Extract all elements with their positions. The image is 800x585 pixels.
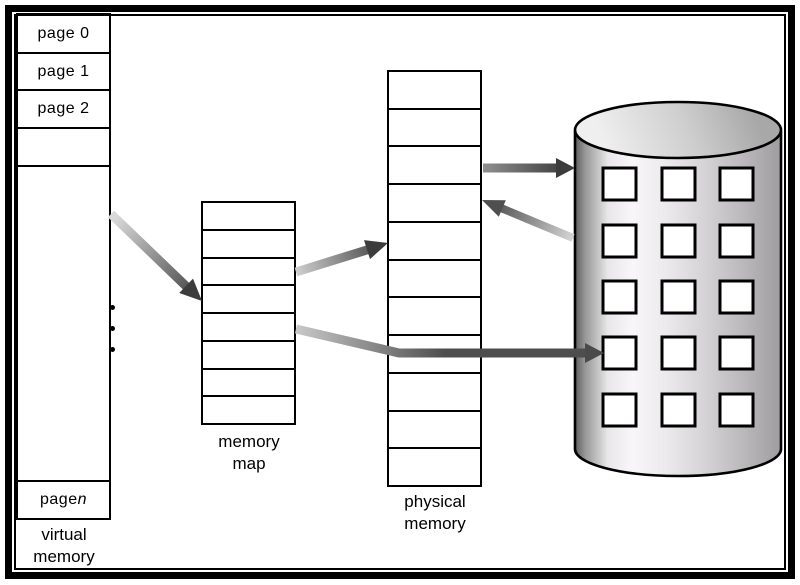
arrow-disk-to-physical: [482, 200, 575, 242]
physical-memory-row: [389, 296, 480, 334]
arrowhead: [556, 158, 575, 178]
physical-memory-row: [389, 145, 480, 183]
physical-memory-row: [389, 220, 480, 259]
disk-cylinder: [573, 100, 783, 478]
arrowhead: [482, 200, 506, 217]
disk-cylinder-top: [573, 100, 783, 160]
memory-map-label-line2: map: [232, 454, 266, 473]
arrowhead: [585, 343, 604, 363]
page-label: page 2: [37, 100, 90, 117]
physical-memory-row: [389, 447, 480, 485]
arrow-virtual-to-memory-map: [107, 210, 202, 301]
disk-sector-square: [718, 166, 755, 202]
arrow-memory-map-to-physical: [294, 240, 388, 277]
disk-sector-square: [601, 279, 638, 315]
virtual-memory-row: [18, 127, 109, 165]
physical-memory-row: [389, 183, 480, 221]
virtual-memory-row: [18, 165, 109, 480]
page-label: page: [40, 491, 78, 508]
arrow-physical-to-disk: [483, 158, 575, 178]
disk-sector-square: [660, 223, 697, 259]
disk-sector-square: [660, 166, 697, 202]
dot: [110, 305, 115, 310]
memory-map-row: [203, 256, 294, 285]
disk-cylinder-body: [575, 131, 781, 476]
dot: [110, 326, 115, 331]
disk-sector-square: [601, 223, 638, 259]
disk-sector-square: [718, 335, 755, 371]
physical-memory-label-line2: memory: [404, 514, 466, 533]
virtual-memory-table: page 0 page 1 page 2 page n: [16, 13, 111, 520]
virtual-memory-row: page 0: [18, 15, 109, 52]
disk-sector-square: [660, 335, 697, 371]
memory-map-label-line1: memory: [218, 432, 280, 451]
disk-sector-square: [601, 392, 638, 428]
physical-memory-row: [389, 258, 480, 297]
dot: [110, 347, 115, 352]
virtual-memory-label-line2: memory: [33, 547, 95, 566]
memory-map-row: [203, 284, 294, 312]
disk-sector-square: [718, 223, 755, 259]
page-label: page 1: [37, 62, 90, 80]
virtual-memory-label-line1: virtual: [41, 525, 87, 544]
memory-map-row: [203, 228, 294, 257]
disk-cylinder-outline: [573, 131, 783, 478]
memory-map-row: [203, 367, 294, 396]
disk-sector-square: [660, 392, 697, 428]
disk-sector-square: [718, 279, 755, 315]
disk-sector-square: [718, 392, 755, 428]
memory-map-label: memory map: [194, 431, 304, 475]
virtual-memory-row: page 2: [18, 89, 109, 127]
memory-map-row: [203, 203, 294, 229]
physical-memory-row: [389, 409, 480, 448]
memory-map-row: [203, 395, 294, 423]
disk-sector-square: [601, 166, 638, 202]
disk-sector-square: [601, 335, 638, 371]
physical-memory-row: [389, 72, 480, 108]
disk-sector-square: [660, 279, 697, 315]
physical-memory-table: [387, 70, 482, 487]
virtual-memory-label: virtual memory: [14, 524, 114, 568]
physical-memory-label: physical memory: [379, 491, 491, 535]
page-label-italic: n: [77, 491, 87, 508]
disk-sector-squares: [601, 166, 755, 428]
physical-memory-row: [389, 334, 480, 372]
memory-map-table: [201, 201, 296, 425]
virtual-memory-row: page n: [18, 480, 109, 518]
memory-map-row: [203, 339, 294, 368]
arrowhead: [179, 278, 202, 301]
virtual-memory-row: page 1: [18, 52, 109, 89]
physical-memory-row: [389, 107, 480, 146]
physical-memory-row: [389, 371, 480, 410]
page-label: page 0: [37, 24, 90, 42]
physical-memory-label-line1: physical: [404, 492, 466, 511]
arrowhead: [364, 240, 388, 260]
memory-map-row: [203, 312, 294, 340]
